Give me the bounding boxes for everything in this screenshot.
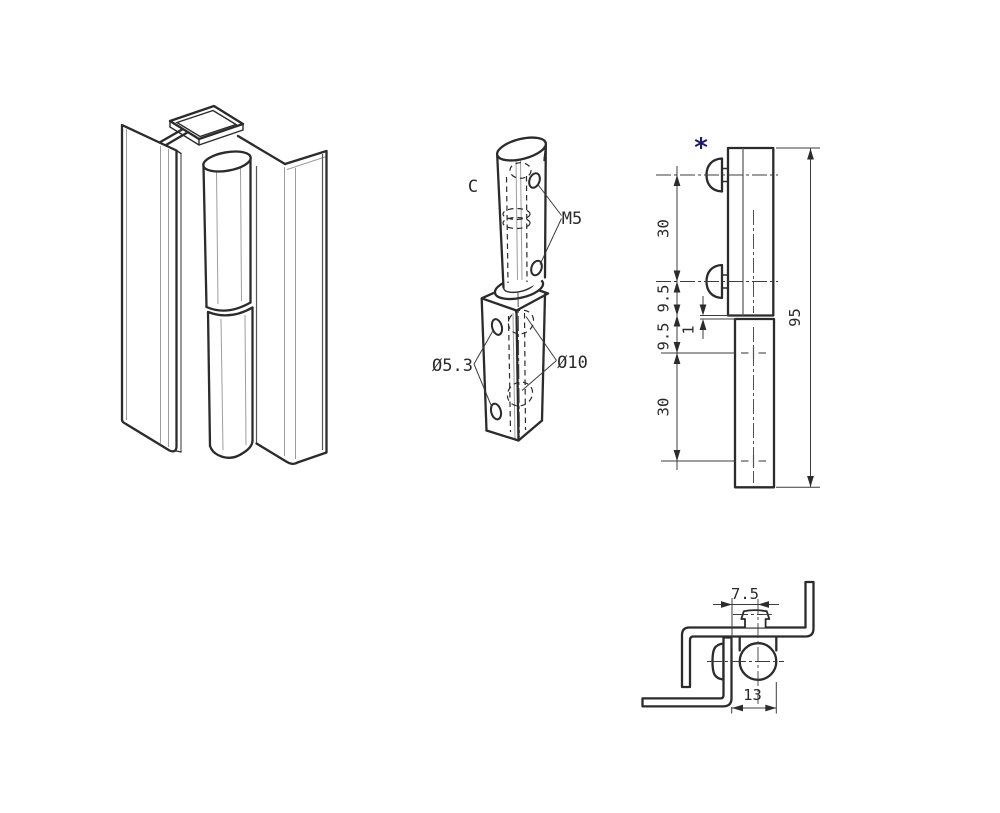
dim-9-5-upper: 9.5 [655, 285, 673, 313]
side-upper-body [726, 146, 775, 317]
iso-channel-ring [168, 104, 245, 146]
side-gap-dimension: 1 [680, 296, 707, 339]
detail-m5-hole-upper [528, 172, 541, 189]
side-overall-dimension: 95 [786, 148, 814, 487]
top-centerlines [707, 599, 784, 704]
iso-barrel-lower [206, 306, 254, 459]
dim-9-5-lower: 9.5 [655, 323, 673, 351]
dim-gap-1: 1 [680, 325, 698, 334]
label-m5: M5 [562, 209, 582, 229]
top-view: 7.5 13 [641, 580, 815, 714]
side-view: 30 9.5 9.5 30 1 95 * [655, 133, 820, 489]
isometric-view [120, 104, 328, 466]
top-frame-leaf [680, 580, 815, 689]
top-depth-dimension: 13 [731, 682, 777, 714]
dim-30-top: 30 [655, 219, 673, 238]
dim-95-overall: 95 [786, 308, 804, 327]
iso-barrel-upper [202, 150, 252, 312]
detail-labels: C M5 Ø5.3 Ø10 [432, 177, 588, 408]
detail-upper-cylinder [495, 136, 548, 291]
top-screw-top-head [740, 609, 771, 628]
dim-7-5: 7.5 [731, 585, 759, 603]
side-extension-lines [661, 147, 820, 488]
label-c: C [468, 177, 478, 197]
note-asterisk: * [694, 133, 708, 163]
dim-30-bottom: 30 [655, 398, 673, 417]
side-lower-body [733, 317, 776, 489]
detail-o53-hole-lower [489, 402, 503, 421]
detail-o53-hole-upper [490, 318, 504, 336]
pin-detail-view: C M5 Ø5.3 Ø10 [432, 136, 588, 442]
iso-door-leaf [120, 123, 182, 453]
detail-tube-body [480, 291, 547, 442]
detail-o10-bore-upper [507, 309, 535, 335]
detail-o10-bore-lower [506, 381, 534, 407]
side-centerlines [656, 174, 778, 483]
side-dimension-chain: 30 9.5 9.5 30 [655, 166, 681, 470]
label-d10: Ø10 [557, 353, 588, 373]
label-d5-3: Ø5.3 [432, 356, 473, 376]
top-door-leaf [641, 636, 733, 708]
top-offset-dimension: 7.5 [713, 585, 779, 648]
dim-13: 13 [743, 686, 762, 704]
iso-frame-leaf [236, 134, 328, 466]
detail-m5-hole-lower [530, 259, 543, 277]
